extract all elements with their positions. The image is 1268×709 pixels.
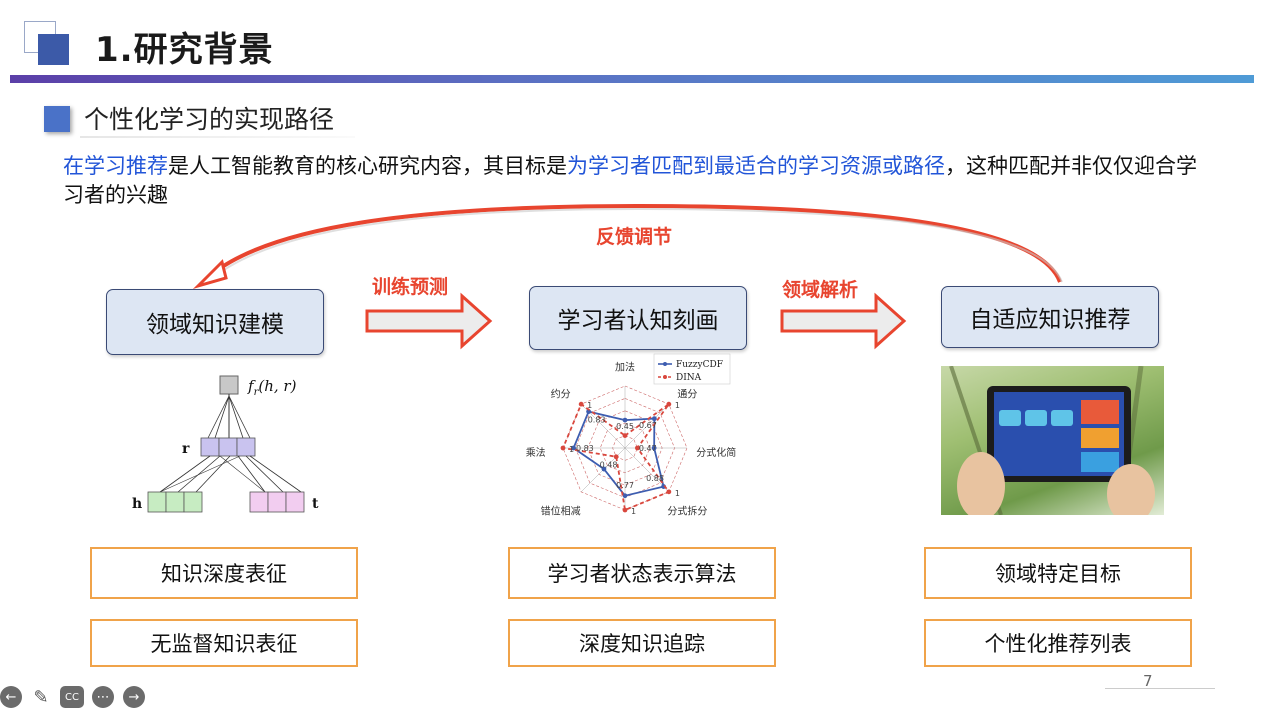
radar-tick-1: 0.67 xyxy=(639,421,657,430)
kg-embedding-diagram: fr(h, r) r h t xyxy=(132,375,319,513)
radar-point-0-1 xyxy=(651,416,657,422)
feedback-arc-shadow xyxy=(207,207,1063,283)
h-cell-1 xyxy=(147,491,167,513)
radar-spoke-1 xyxy=(624,403,670,449)
radar-tick-2: 0.47 xyxy=(639,444,657,453)
t-cell-1 xyxy=(249,491,269,513)
h-cell-3 xyxy=(183,491,203,513)
radar-one-label-4: 1 xyxy=(587,401,592,410)
tablet-illustration xyxy=(949,366,1155,515)
radar-one-label-0: 1 xyxy=(675,401,680,410)
radar-point-0-0 xyxy=(622,417,628,423)
radar-point-0-7 xyxy=(586,409,592,415)
attr-unsupervised-repr: 无监督知识表征 xyxy=(90,619,358,667)
feedback-arrowhead xyxy=(192,259,228,290)
radar-point-1-5 xyxy=(613,454,619,460)
radar-point-1-6 xyxy=(560,445,566,451)
back-icon[interactable]: ← xyxy=(0,686,22,708)
attr-personal-rec-list: 个性化推荐列表 xyxy=(924,619,1192,667)
left-hand xyxy=(957,452,1005,515)
tablet-photo xyxy=(941,366,1164,515)
page-title: 1.研究背景 xyxy=(95,30,274,70)
radar-point-1-0 xyxy=(622,433,628,438)
section-subtitle: 个性化学习的实现路径 xyxy=(84,105,335,134)
radar-tick-3: 0.88 xyxy=(646,474,664,483)
subtitle-underline xyxy=(80,136,355,138)
radar-point-1-2 xyxy=(635,445,640,451)
more-icon[interactable]: ⋯ xyxy=(92,686,114,708)
cc-icon[interactable]: CC xyxy=(60,686,84,708)
radar-axis-label-0: 加法 xyxy=(615,361,635,374)
h-cell-2 xyxy=(165,491,185,513)
radar-tick-7: 0.83 xyxy=(588,416,606,425)
title-divider xyxy=(10,75,1254,83)
arrow-label-train: 训练预测 xyxy=(372,276,449,298)
output-node xyxy=(219,375,239,395)
radar-point-0-5 xyxy=(601,466,607,472)
forward-icon[interactable]: → xyxy=(123,686,145,708)
footer-line xyxy=(1105,688,1215,689)
attr-learner-state-algo: 学习者状态表示算法 xyxy=(508,547,776,599)
box-learner-cognition: 学习者认知刻画 xyxy=(529,286,747,350)
pen-icon[interactable]: ✎ xyxy=(33,686,49,708)
radar-chart: 加法通分分式化简分式拆分去分母错位相减乘法约分0.450.670.470.880… xyxy=(526,353,736,517)
t-cell-3 xyxy=(285,491,305,513)
radar-legend-label-0: FuzzyCDF xyxy=(676,360,723,370)
radar-one-label-2: 1 xyxy=(631,507,636,516)
radar-point-0-4 xyxy=(622,493,628,499)
radar-tick-5: 0.48 xyxy=(600,460,618,469)
radar-axis-label-6: 乘法 xyxy=(526,446,546,459)
page-number: 7 xyxy=(1143,672,1153,690)
arrow-label-domain: 领域解析 xyxy=(782,279,859,301)
t-label: t xyxy=(312,496,319,512)
radar-point-1-7 xyxy=(578,401,584,407)
radar-axis-label-2: 分式化简 xyxy=(696,446,736,459)
intro-highlight-2: 为学习者匹配到最适合的学习资源或路径 xyxy=(567,154,945,178)
intro-text-1: 是人工智能教育的核心研究内容，其目标是 xyxy=(168,154,567,178)
radar-tick-6: 0.83 xyxy=(576,444,594,453)
box-domain-modeling: 领域知识建模 xyxy=(106,289,324,355)
radar-point-1-1 xyxy=(666,401,672,407)
radar-spoke-3 xyxy=(624,447,670,493)
radar-legend-box xyxy=(653,353,731,385)
section-bullet xyxy=(44,106,70,132)
attr-knowledge-deep-repr: 知识深度表征 xyxy=(90,547,358,599)
arrow-train-predict xyxy=(365,292,493,350)
arrow-domain-analysis xyxy=(780,292,907,350)
func-label: fr(h, r) xyxy=(247,377,297,398)
t-cell-2 xyxy=(267,491,287,513)
intro-text-2: ，这种匹配并非仅仅迎合学习者的兴趣 xyxy=(63,154,1197,207)
radar-point-0-6 xyxy=(571,445,576,451)
r-cell-3 xyxy=(236,437,256,457)
radar-axis-label-3: 分式拆分 xyxy=(667,504,707,517)
feedback-label: 反馈调节 xyxy=(596,226,673,248)
r-cell-1 xyxy=(200,437,220,457)
attr-deep-knowledge-tracing: 深度知识追踪 xyxy=(508,619,776,667)
radar-axis-label-5: 错位相减 xyxy=(541,504,581,517)
radar-grid-4 xyxy=(562,385,688,511)
radar-axis-label-7: 约分 xyxy=(551,388,571,401)
h-label: h xyxy=(132,496,142,512)
radar-point-1-4 xyxy=(622,507,628,513)
radar-tick-0: 0.45 xyxy=(616,422,634,431)
r-label: r xyxy=(182,441,190,457)
radar-point-0-2 xyxy=(651,445,657,451)
r-cell-2 xyxy=(218,437,238,457)
right-hand xyxy=(1107,464,1155,515)
radar-series-1 xyxy=(561,402,671,512)
box-adaptive-recommend: 自适应知识推荐 xyxy=(941,286,1159,348)
radar-point-1-3 xyxy=(666,489,672,495)
radar-legend-marker-0 xyxy=(663,362,667,366)
radar-legend-label-1: DINA xyxy=(676,373,702,383)
radar-one-label-1: 1 xyxy=(675,489,680,498)
radar-axis-label-1: 通分 xyxy=(677,389,697,401)
radar-legend-marker-1 xyxy=(663,375,667,379)
intro-paragraph: 在学习推荐是人工智能教育的核心研究内容，其目标是为学习者匹配到最适合的学习资源或… xyxy=(63,152,1213,210)
radar-tick-4: 0.77 xyxy=(616,481,634,490)
radar-one-label-3: 1 xyxy=(569,445,574,454)
logo-square-fill xyxy=(38,34,69,65)
intro-highlight-1: 在学习推荐 xyxy=(63,154,168,178)
attr-domain-target: 领域特定目标 xyxy=(924,547,1192,599)
